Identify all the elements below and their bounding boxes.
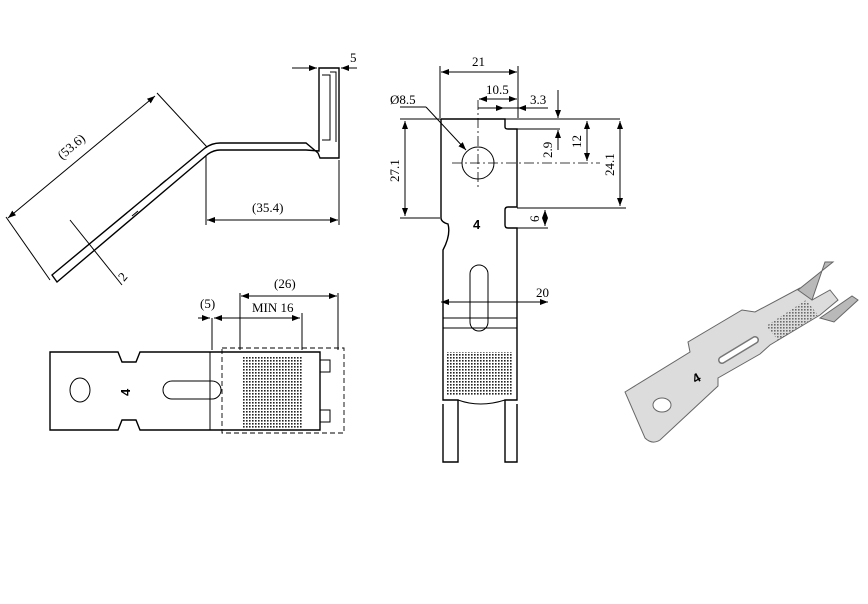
part-mark-top: 4 [118,388,133,396]
dim-knurl-total: (26) [274,276,296,291]
dim-thickness: 2 [115,269,131,284]
knurled-area [243,356,303,428]
dim-fork-width: 5 [350,50,357,65]
front-view: 4 21 10.5 3.3 Ø8.5 27.1 2.9 12 24.1 6 20 [387,54,626,463]
dim-hole-offset: 10.5 [486,82,509,97]
part-mark-front: 4 [473,217,481,232]
dim-notch-width: 3.3 [530,92,546,107]
isometric-view: 4 [624,261,859,443]
dim-height-left: 27.1 [387,159,402,182]
dim-hole-center: 12 [569,135,584,148]
dim-neck-width: 20 [536,285,549,300]
dim-notch-depth: 2.9 [540,142,555,158]
dim-length-overall: (53.6) [54,131,88,163]
top-view: 4 (26) MIN 16 (5) [49,276,345,434]
knurled-area-front [446,352,512,396]
side-view: (53.6) 2 (35.4) 5 [5,50,357,286]
dim-tab: 6 [527,215,542,222]
dim-min-length: MIN 16 [252,300,294,315]
dim-width-top: 21 [472,54,485,69]
dim-offset: (5) [200,296,215,311]
dim-horizontal: (35.4) [252,200,283,215]
dim-height-right: 24.1 [602,153,617,176]
dim-hole-dia: Ø8.5 [390,92,416,107]
